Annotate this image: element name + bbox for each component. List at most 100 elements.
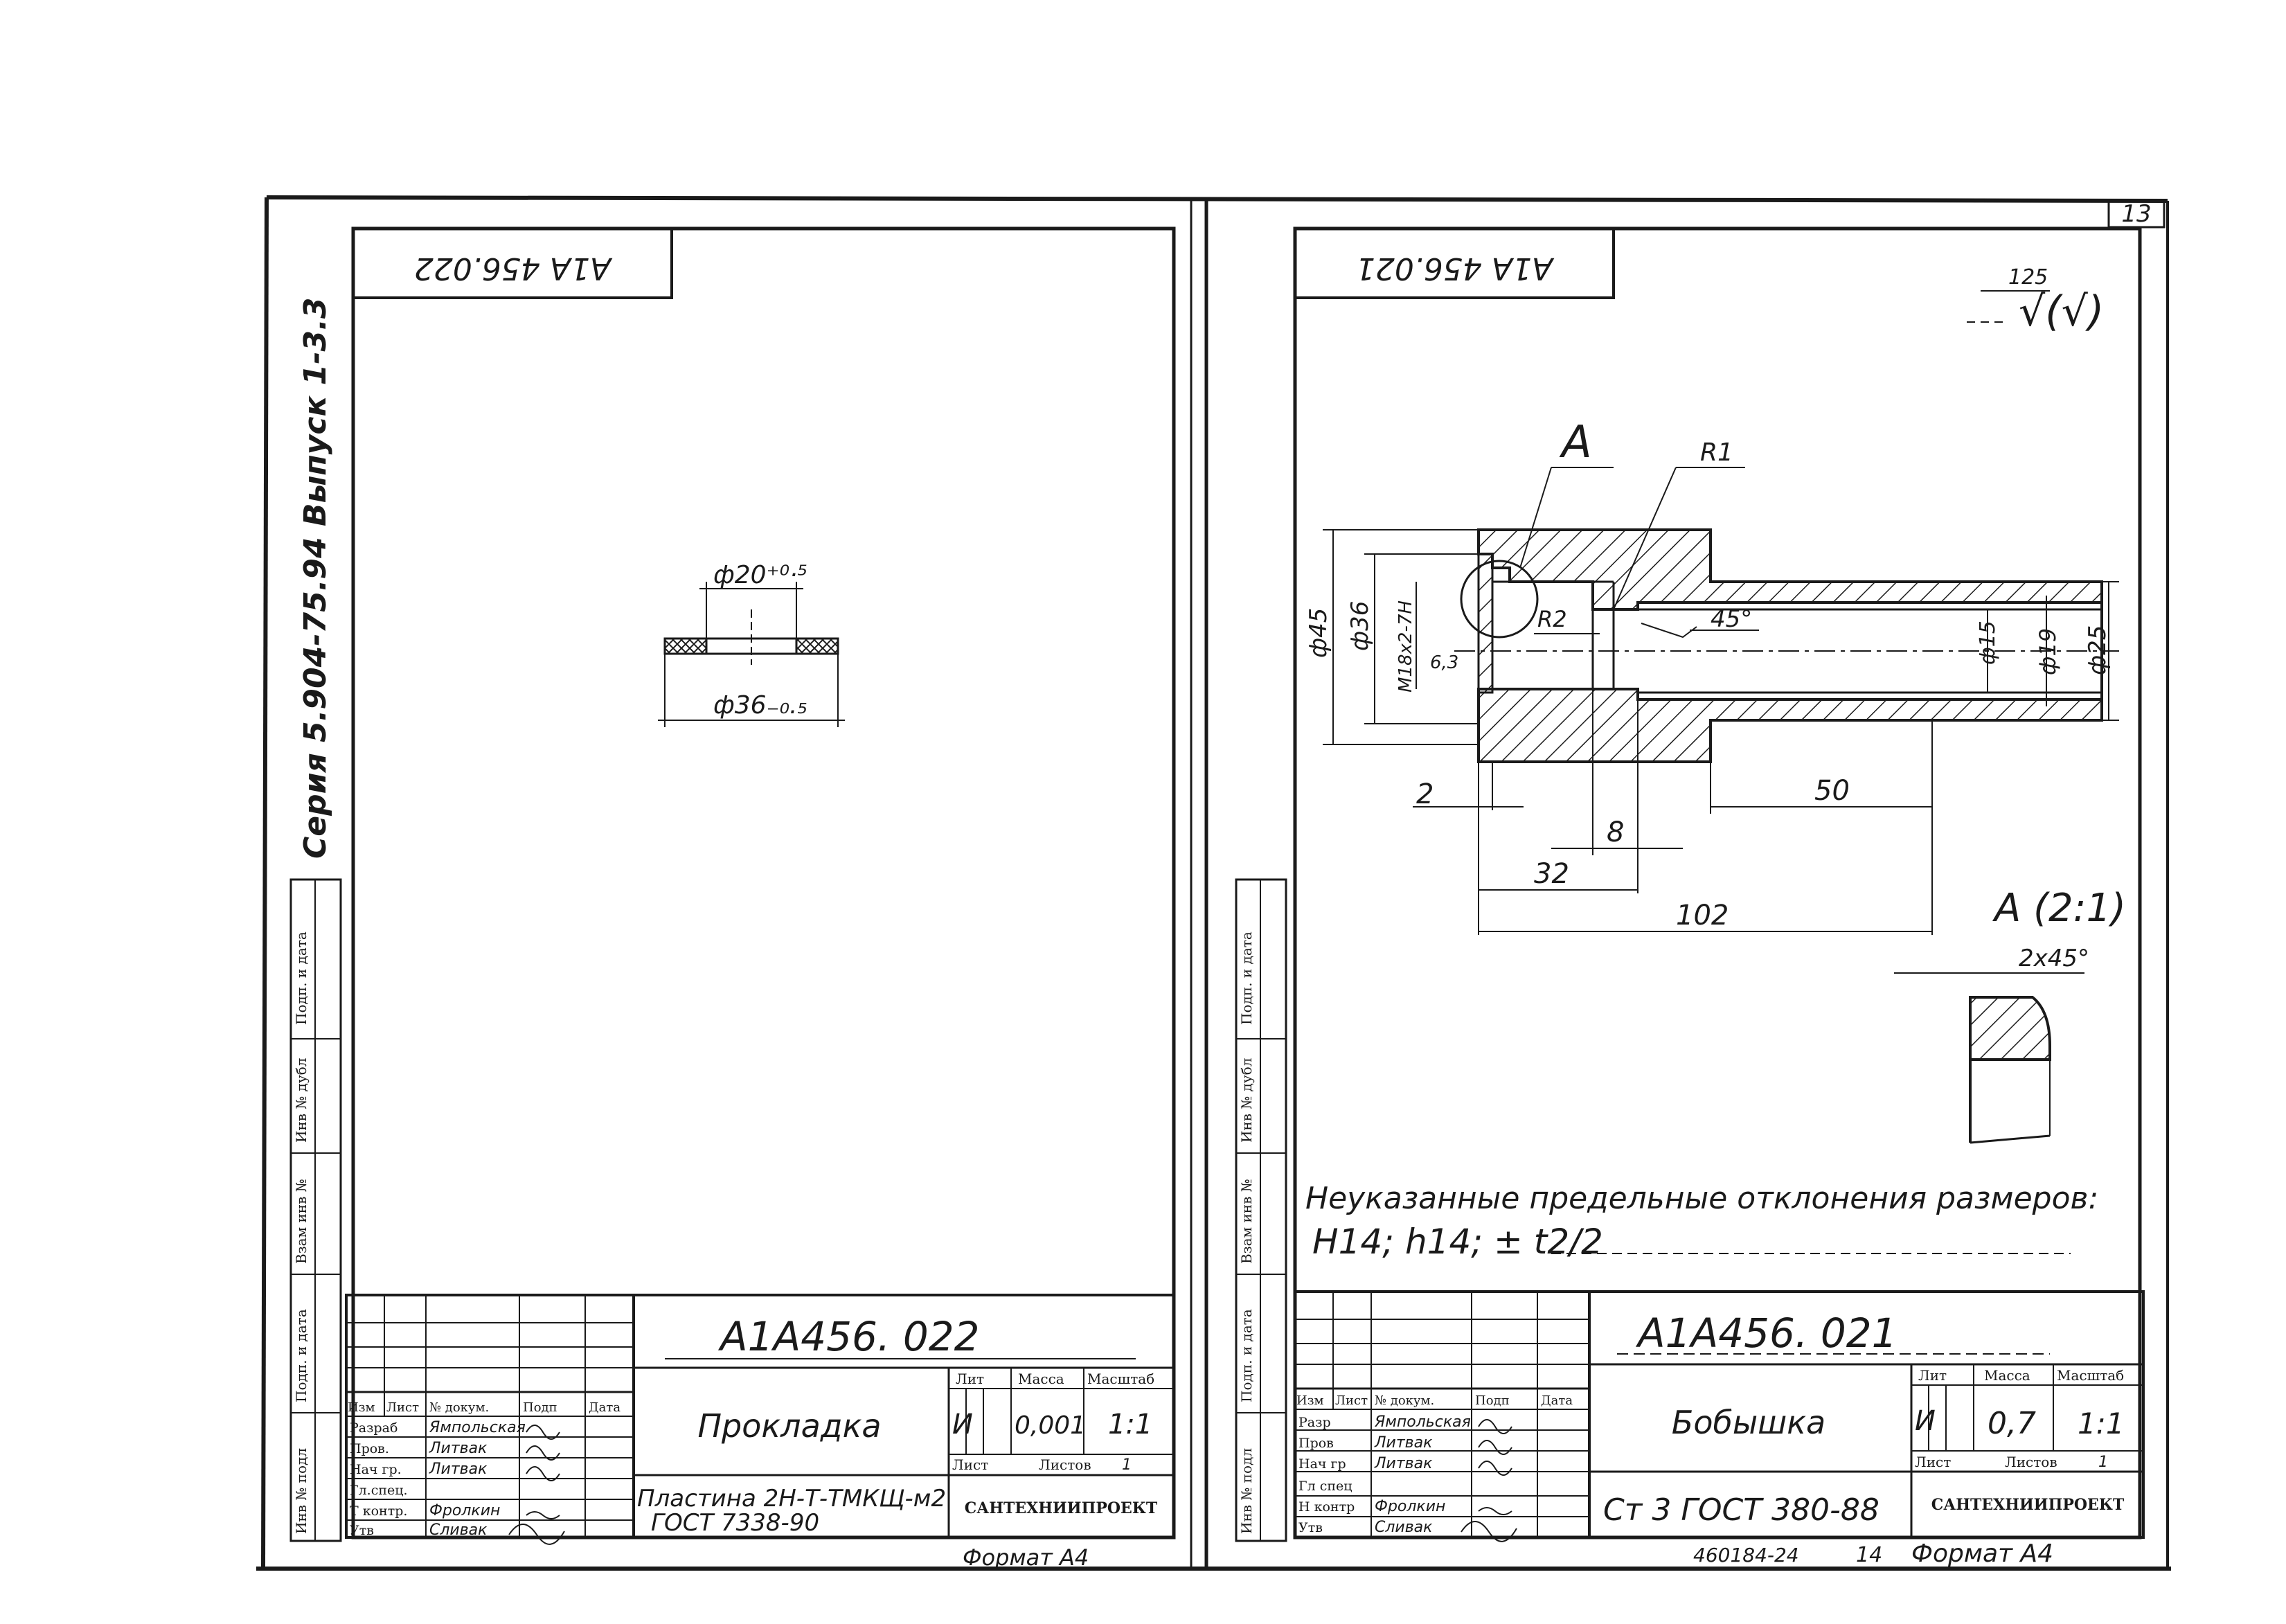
- right-sheet: А1А 456.021 125 √(√): [1293, 226, 2145, 1568]
- lt-sign-1: [526, 1445, 560, 1461]
- rt-h-list: Лист: [1335, 1393, 1368, 1408]
- left-material-2: ГОСТ 7338-90: [651, 1509, 819, 1537]
- left-title-code: А1А456. 022: [717, 1313, 980, 1360]
- lt-sign-2: [526, 1466, 560, 1481]
- lt-h-izm: Изм: [348, 1400, 375, 1415]
- lt-name-5: Сливак: [429, 1522, 488, 1539]
- right-scale: 1:1: [2078, 1407, 2125, 1440]
- dim-50: 50: [1814, 775, 1850, 807]
- side-label-podp: Подп. и дата: [293, 931, 310, 1025]
- label-angle: 45°: [1711, 605, 1752, 633]
- sheet-number: 13: [2121, 200, 2151, 228]
- rt-sign-2: [1478, 1461, 1512, 1476]
- dim-d36: ф36: [1346, 601, 1374, 651]
- right-sheet-no: 14: [1856, 1543, 1882, 1567]
- lt-h-scale: Масштаб: [1087, 1371, 1154, 1387]
- rt-h-sheet: Лист: [1915, 1454, 1951, 1470]
- label-R2: R2: [1537, 606, 1567, 632]
- dim-8: 8: [1607, 817, 1624, 848]
- left-sheets-value: 1: [1122, 1456, 1132, 1474]
- rt-role-2: Нач гр: [1298, 1456, 1346, 1472]
- dim-d19: ф19: [2035, 628, 2061, 675]
- lt-sign-0: [526, 1425, 560, 1440]
- dim-d25: ф25: [2084, 625, 2111, 675]
- dim-chamfer-63: 6,3: [1430, 652, 1458, 673]
- right-title-block: Изм Лист № докум. Подп Дата Разр Пров На…: [1294, 1290, 2145, 1542]
- side-label-inv-dubl: Инв № дубл: [293, 1058, 310, 1143]
- side-label-podp-2: Подп. и дата: [293, 1309, 310, 1402]
- sheet-number-box: 13: [2107, 199, 2166, 229]
- rt-name-0: Ямпольская: [1374, 1413, 1471, 1431]
- lt-role-2: Нач гр.: [350, 1462, 402, 1477]
- right-format: Формат А4: [1911, 1540, 2053, 1568]
- lt-name-0: Ямпольская: [429, 1419, 526, 1436]
- right-org: САНТЕХНИИПРОЕКТ: [1931, 1496, 2125, 1514]
- rt-sign-0: [1478, 1419, 1512, 1434]
- lt-sign-5: [508, 1524, 565, 1545]
- right-sheets-value: 1: [2098, 1454, 2108, 1471]
- left-title-block: Изм Лист № докум. Подп Дата Разраб Пров.…: [345, 1294, 1175, 1545]
- right-mass: 0,7: [1988, 1406, 2036, 1441]
- rt-h-podp: Подп: [1475, 1393, 1510, 1408]
- right-lit: И: [1915, 1405, 1936, 1437]
- side-label-inv-podl: Инв № подл: [293, 1448, 310, 1534]
- left-side-strip: Подп. и дата Инв № дубл Взам инв № Подп.…: [289, 878, 342, 1542]
- side-label-podp-2-r: Подп. и дата: [1238, 1309, 1255, 1402]
- rt-h-lit: Лит: [1918, 1367, 1947, 1384]
- middle-side-strip: Подп. и дата Инв № дубл Взам инв № Подп.…: [1235, 878, 1287, 1542]
- dim-32: 32: [1534, 858, 1569, 890]
- roughness-mark: 125 √(√): [1967, 265, 2104, 336]
- dim-102: 102: [1676, 900, 1729, 931]
- right-title-code: А1А456. 021: [1635, 1310, 1897, 1357]
- right-material: Ст 3 ГОСТ 380-88: [1603, 1492, 1879, 1528]
- left-sheet: А1А 456.022 ф20⁺⁰·⁵ ф36₋₀.₅: [345, 226, 1176, 1571]
- gasket-outer-dim: ф36₋₀.₅: [713, 691, 807, 720]
- side-label-vzam-r: Взам инв №: [1238, 1179, 1255, 1264]
- dim-d45: ф45: [1305, 608, 1332, 658]
- gasket-inner-dim: ф20⁺⁰·⁵: [713, 561, 807, 589]
- detail-chamfer: 2х45°: [2019, 945, 2089, 972]
- rt-name-1: Литвак: [1374, 1434, 1433, 1452]
- lt-h-list: Лист: [386, 1400, 419, 1415]
- right-top-code: А1А 456.021: [1356, 251, 1555, 286]
- tolerance-note-2: Н14; h14; ± t2/2: [1312, 1222, 1603, 1262]
- boss-drawing: А R1 R2 45° ф45 ф36 М18х2-7Н 6,3: [1305, 417, 2119, 935]
- detail-A: А (2:1) 2х45°: [1894, 886, 2126, 1144]
- left-scale: 1:1: [1108, 1409, 1152, 1440]
- dim-2: 2: [1416, 778, 1434, 810]
- right-part-name: Бобышка: [1672, 1404, 1825, 1441]
- left-mass: 0,001: [1015, 1411, 1086, 1440]
- lt-role-0: Разраб: [350, 1420, 398, 1436]
- lt-name-2: Литвак: [429, 1461, 488, 1478]
- rt-h-data: Дата: [1541, 1393, 1573, 1408]
- left-part-name: Прокладка: [697, 1407, 881, 1445]
- rt-name-5: Сливак: [1375, 1519, 1433, 1536]
- left-sheets-label: Листов: [1039, 1456, 1091, 1473]
- rt-role-4: Н контр: [1298, 1499, 1355, 1515]
- outer-frame: [256, 195, 2171, 1571]
- right-sheets-label: Листов: [2005, 1454, 2057, 1470]
- side-label-vzam: Взам инв №: [293, 1179, 310, 1264]
- rt-role-0: Разр: [1298, 1415, 1331, 1430]
- lt-name-1: Литвак: [429, 1440, 488, 1457]
- rt-sign-4: [1478, 1507, 1512, 1515]
- rt-name-2: Литвак: [1374, 1455, 1433, 1472]
- gasket-drawing: ф20⁺⁰·⁵ ф36₋₀.₅: [658, 561, 845, 727]
- rt-role-1: Пров: [1298, 1436, 1334, 1451]
- lt-h-lit: Лит: [956, 1371, 984, 1387]
- right-bottom-note: 460184-24: [1693, 1544, 1799, 1567]
- lt-h-doc: № докум.: [429, 1400, 489, 1415]
- lt-role-5: Утв: [350, 1523, 374, 1538]
- lt-h-data: Дата: [589, 1400, 620, 1415]
- left-material-1: Пластина 2Н-Т-ТМКЩ-м2: [637, 1485, 946, 1513]
- lt-role-1: Пров.: [350, 1441, 389, 1456]
- left-format: Формат А4: [963, 1544, 1089, 1571]
- dim-thread: М18х2-7Н: [1395, 600, 1416, 693]
- series-label: Серия 5.904-75.94 Выпуск 1-3.3: [298, 298, 333, 859]
- lt-role-4: Т контр.: [350, 1503, 407, 1519]
- rt-h-izm: Изм: [1296, 1393, 1324, 1408]
- left-org: САНТЕХНИИПРОЕКТ: [965, 1499, 1158, 1517]
- left-top-code: А1А 456.022: [414, 251, 613, 286]
- rt-h-mass: Масса: [1984, 1367, 2030, 1384]
